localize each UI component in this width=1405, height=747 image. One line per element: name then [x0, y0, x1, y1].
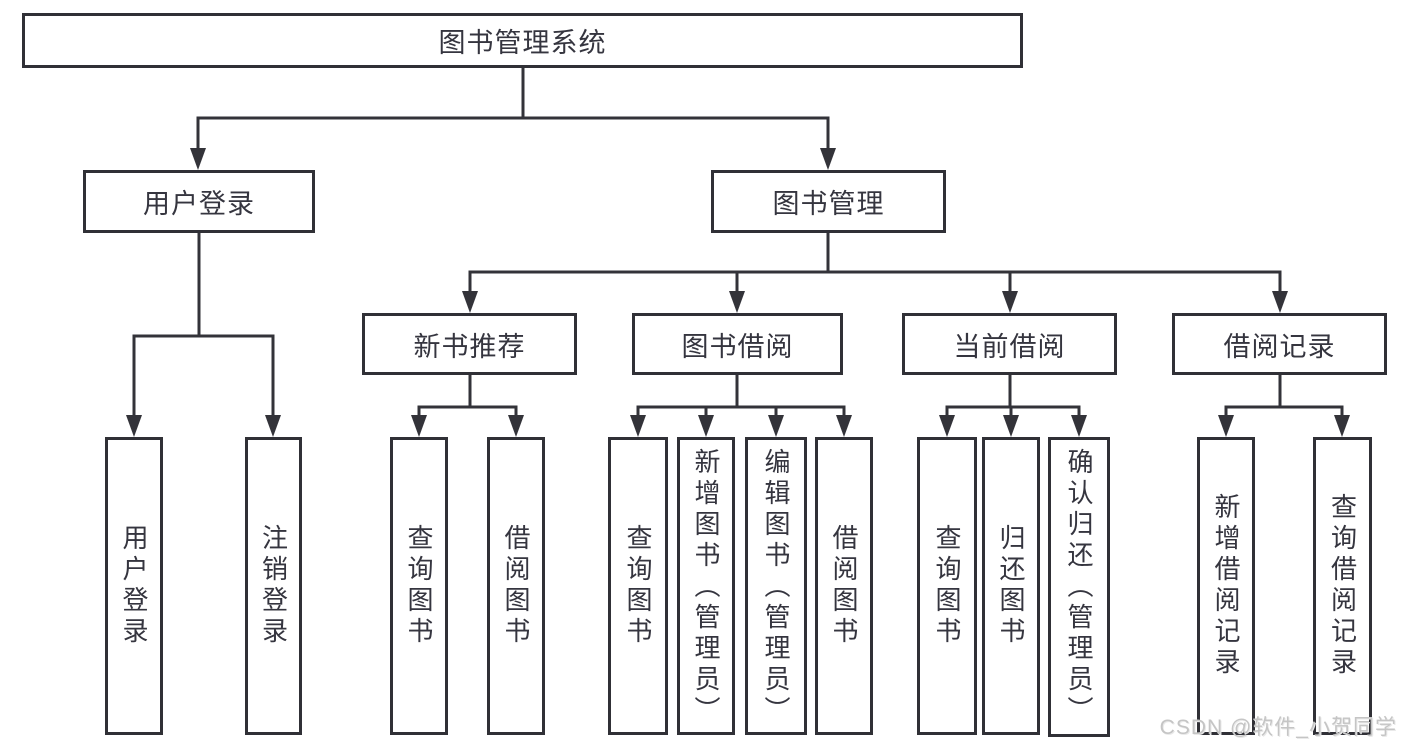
node-label: 查询图书	[932, 524, 962, 648]
node-label: 注销登录	[258, 524, 289, 648]
leaf-query-books-borrow: 查询图书	[608, 437, 668, 735]
node-label: 编辑图书（管理员）	[761, 448, 791, 727]
node-label: 当前借阅	[953, 331, 1066, 362]
node-label: 借阅图书	[501, 524, 531, 648]
node-label: 新增借阅记录	[1211, 493, 1241, 679]
node-label: 查询图书	[623, 524, 653, 648]
leaf-confirm-return-admin: 确认归还（管理员）	[1048, 437, 1110, 737]
node-label: 确认归还（管理员）	[1064, 448, 1094, 727]
leaf-query-books-recommend: 查询图书	[390, 437, 448, 735]
node-label: 新增图书（管理员）	[691, 448, 721, 727]
node-label: 图书管理	[772, 189, 885, 219]
watermark: CSDN @软件_小贺同学	[1159, 716, 1397, 739]
leaf-return-book: 归还图书	[982, 437, 1040, 735]
node-label: 用户登录	[119, 524, 149, 648]
leaf-borrow-books-recommend: 借阅图书	[487, 437, 545, 735]
node-book-borrow: 图书借阅	[632, 313, 843, 375]
leaf-user-login: 用户登录	[105, 437, 163, 735]
node-book-management: 图书管理	[711, 170, 946, 233]
node-label: 查询图书	[404, 524, 434, 648]
node-current-borrow: 当前借阅	[902, 313, 1117, 375]
node-label: 查询借阅记录	[1327, 493, 1358, 679]
node-label: 借阅记录	[1223, 331, 1336, 362]
leaf-logout: 注销登录	[245, 437, 302, 735]
node-label: 借阅图书	[829, 524, 859, 648]
node-new-book-recommend: 新书推荐	[362, 313, 577, 375]
node-label: 新书推荐	[413, 331, 526, 362]
node-user-login: 用户登录	[83, 170, 315, 233]
leaf-borrow-books: 借阅图书	[815, 437, 873, 735]
leaf-edit-book-admin: 编辑图书（管理员）	[745, 437, 807, 735]
node-borrow-records: 借阅记录	[1172, 313, 1387, 375]
node-label: 归还图书	[996, 524, 1026, 648]
node-label: 图书管理系统	[438, 28, 607, 58]
leaf-query-books-current: 查询图书	[917, 437, 977, 735]
node-library-management-system: 图书管理系统	[22, 13, 1023, 68]
node-label: 用户登录	[143, 189, 255, 219]
leaf-query-borrow-record: 查询借阅记录	[1313, 437, 1372, 735]
node-label: 图书借阅	[681, 331, 794, 362]
leaf-add-borrow-record: 新增借阅记录	[1197, 437, 1255, 735]
leaf-add-book-admin: 新增图书（管理员）	[677, 437, 735, 735]
